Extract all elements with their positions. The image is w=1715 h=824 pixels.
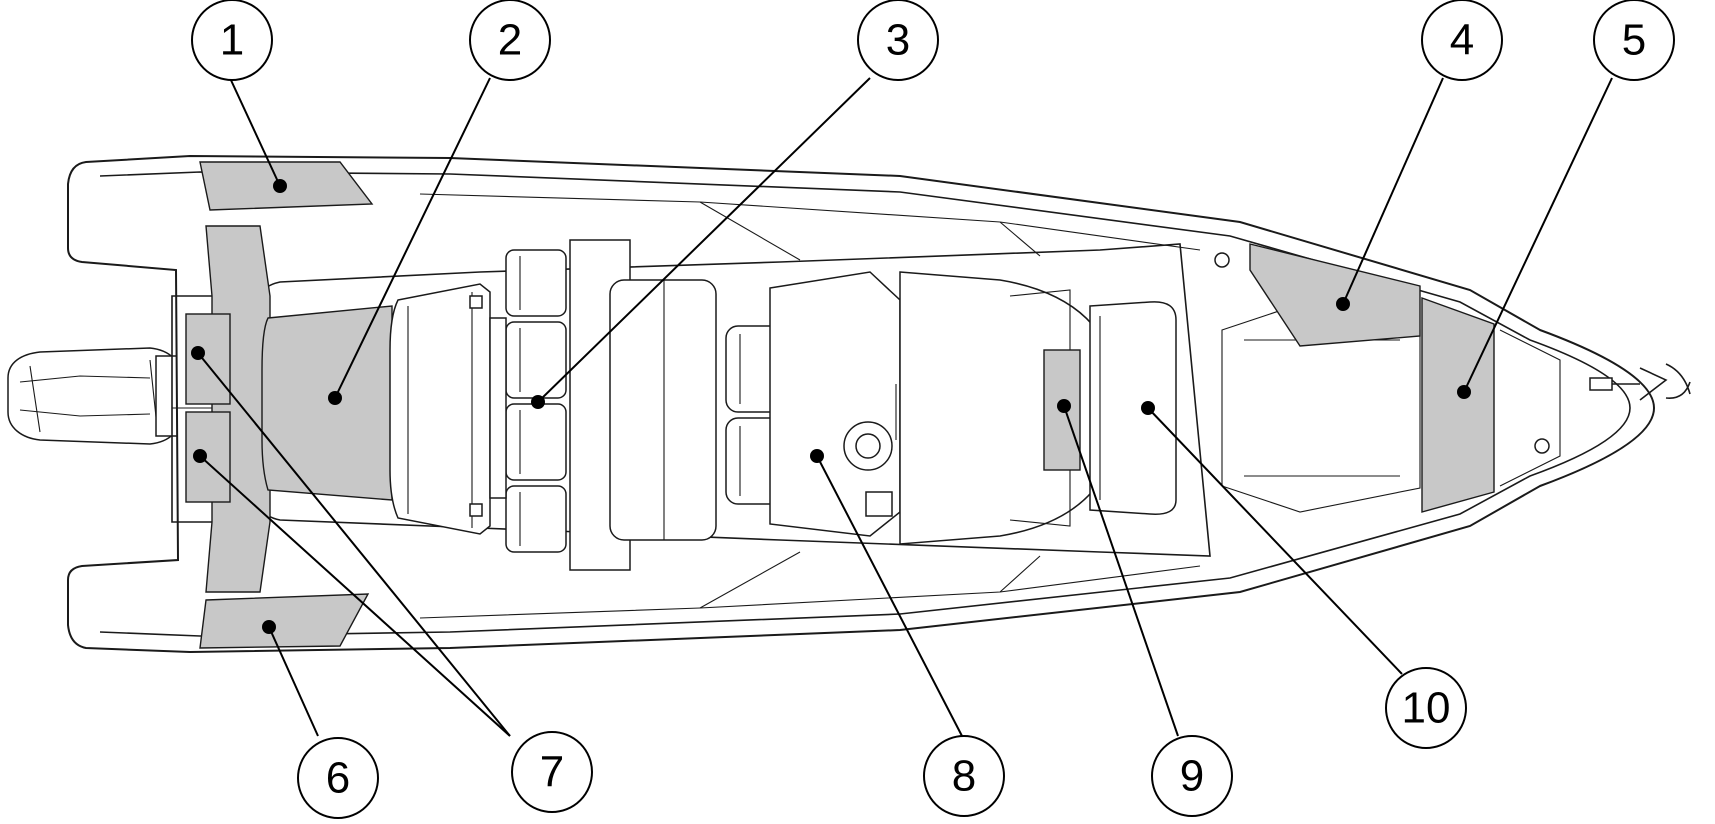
callout-dots bbox=[191, 179, 1471, 634]
stern-zones bbox=[185, 161, 393, 649]
stern-cleat bbox=[1214, 252, 1230, 268]
zone-4 bbox=[1249, 243, 1421, 347]
callout-leaders bbox=[197, 77, 1613, 737]
callout-6: 6 bbox=[297, 737, 379, 819]
callout-label: 6 bbox=[326, 754, 350, 803]
callout-label: 4 bbox=[1450, 16, 1474, 65]
zone-7-upper bbox=[185, 313, 231, 405]
zone-7-lower bbox=[185, 411, 231, 503]
callout-10: 10 bbox=[1385, 667, 1467, 749]
stern-walkway bbox=[205, 225, 271, 593]
callout-label: 5 bbox=[1622, 16, 1646, 65]
callout-label: 3 bbox=[886, 16, 910, 65]
bow-cleat bbox=[1534, 438, 1550, 454]
zone-5 bbox=[1421, 297, 1495, 513]
rear-seats bbox=[489, 239, 717, 571]
bow-area bbox=[1214, 243, 1691, 513]
callout-label: 1 bbox=[220, 16, 244, 65]
callout-label: 9 bbox=[1180, 752, 1204, 801]
callout-1: 1 bbox=[191, 0, 273, 81]
anchor-icon bbox=[1594, 363, 1691, 401]
callout-8: 8 bbox=[923, 735, 1005, 817]
callout-3: 3 bbox=[857, 0, 939, 81]
zone-6 bbox=[199, 593, 370, 649]
callout-7: 7 bbox=[511, 731, 593, 813]
aft-bench bbox=[389, 283, 491, 535]
callout-label: 7 bbox=[540, 748, 564, 797]
forward-seat bbox=[1089, 301, 1177, 515]
callout-label: 8 bbox=[952, 752, 976, 801]
console bbox=[899, 271, 1177, 545]
helm-area bbox=[725, 271, 901, 537]
callout-5: 5 bbox=[1593, 0, 1675, 81]
callout-label: 2 bbox=[498, 16, 522, 65]
outboard-engine bbox=[7, 347, 183, 445]
callout-9: 9 bbox=[1151, 735, 1233, 817]
callout-2: 2 bbox=[469, 0, 551, 81]
callout-label: 10 bbox=[1402, 684, 1451, 733]
callout-4: 4 bbox=[1421, 0, 1503, 81]
zone-2 bbox=[261, 305, 393, 501]
